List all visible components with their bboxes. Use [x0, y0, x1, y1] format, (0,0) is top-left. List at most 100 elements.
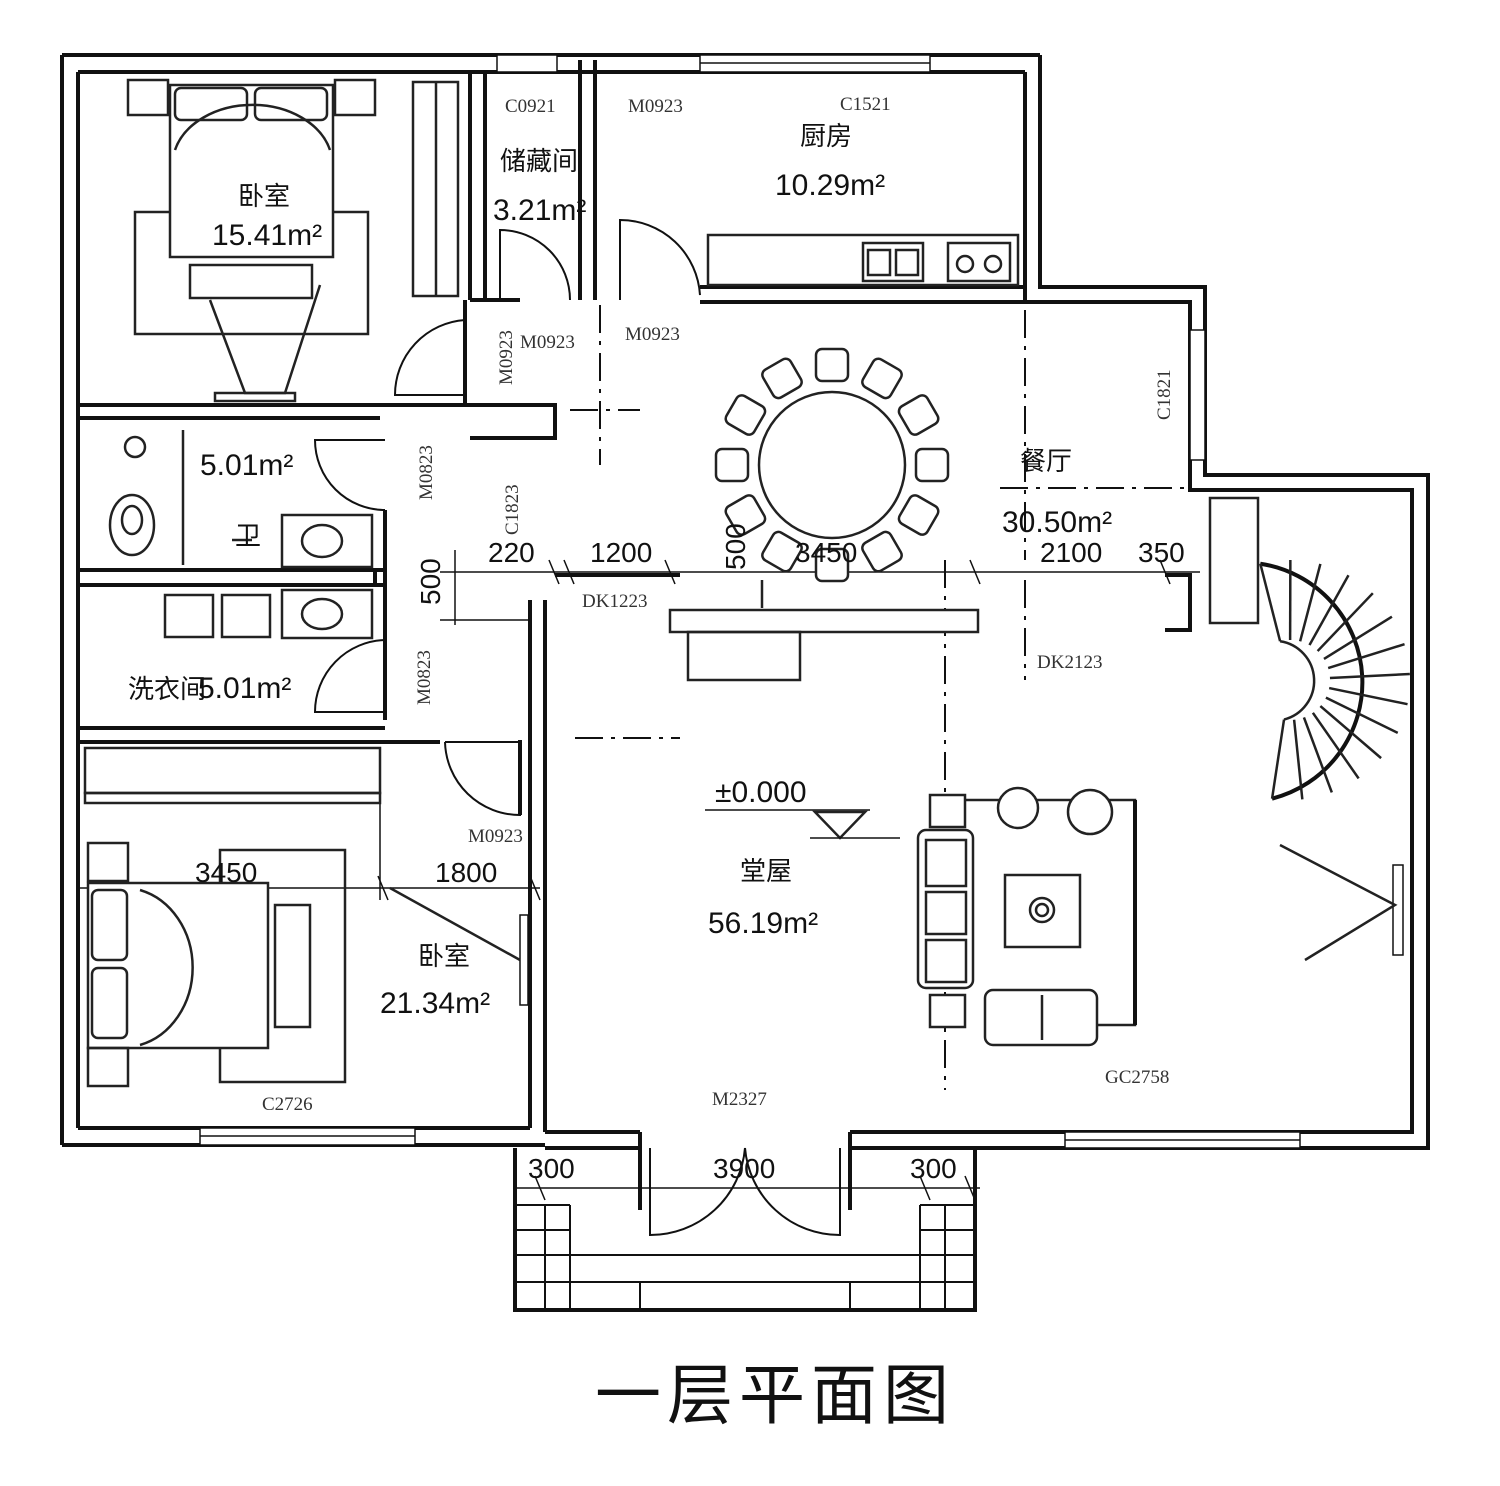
dining-chair — [914, 447, 950, 483]
dining-chair — [897, 494, 940, 536]
laundry-furniture — [163, 588, 374, 640]
dim-300a: 300 — [528, 1153, 575, 1184]
bedroom1-area: 15.41m² — [212, 219, 322, 252]
door-bedroom2 — [444, 741, 521, 817]
dining-chair — [861, 530, 903, 573]
coffee-table — [1003, 873, 1082, 949]
stair-tread — [1323, 615, 1393, 660]
dim-350: 350 — [1138, 537, 1185, 568]
code-m0823-b: M0823 — [414, 650, 435, 705]
bedroom1-name: 卧室 — [238, 182, 290, 212]
bedroom2-furniture — [83, 746, 521, 1088]
armchair-1 — [996, 786, 1040, 830]
stair-tread — [1292, 719, 1304, 800]
dining-chair — [724, 494, 767, 536]
armchair-2 — [1066, 788, 1114, 836]
stair-tread — [1259, 563, 1282, 642]
window-side — [1392, 864, 1404, 956]
kitchen-area: 10.29m² — [775, 169, 885, 202]
dim-500a: 500 — [720, 523, 751, 570]
bedroom1-furniture — [126, 78, 460, 403]
dim-500b: 500 — [415, 558, 446, 605]
dim-220: 220 — [488, 537, 535, 568]
door-bedroom1 — [393, 319, 466, 396]
code-c1821: C1821 — [1154, 369, 1175, 420]
sofa-main — [916, 828, 975, 990]
bedroom2-name: 卧室 — [418, 942, 470, 972]
washer-2 — [220, 593, 272, 639]
dim-3450: 3450 — [795, 537, 857, 568]
dining-chair — [724, 394, 767, 436]
living-furniture — [916, 786, 1398, 1047]
door-toilet — [313, 439, 386, 511]
dining-chair — [761, 530, 803, 573]
door-kitchen — [619, 218, 701, 300]
bedroom2-area: 21.34m² — [380, 987, 490, 1020]
dining-set — [714, 347, 950, 583]
dining-chair — [761, 357, 803, 400]
stair-tread — [1328, 686, 1408, 706]
storage-name: 储藏间 — [500, 147, 578, 177]
dim-2100: 2100 — [1040, 537, 1102, 568]
basin-laundry — [280, 588, 374, 640]
entrance-porch — [513, 1148, 977, 1312]
living-name: 堂屋 — [740, 857, 792, 887]
living-area: 56.19m² — [708, 907, 818, 940]
door-laundry — [313, 639, 386, 713]
dim-300b: 300 — [910, 1153, 957, 1184]
floor-drain — [123, 435, 147, 459]
stair-tread — [1319, 705, 1382, 760]
code-c1823: C1823 — [502, 484, 523, 535]
code-gc2758: GC2758 — [1105, 1067, 1169, 1088]
bed-1 — [168, 83, 335, 259]
toilet-seat — [108, 493, 156, 557]
dining-table — [757, 390, 907, 540]
stair-tread — [1270, 719, 1286, 799]
code-c0921: C0921 — [505, 96, 556, 117]
code-m0923-store: M0923 — [520, 332, 575, 353]
toilet-area: 5.01m² — [200, 449, 293, 482]
labels: 卧室 15.41m² C0921 储藏间 3.21m² M0923 C1521 … — [128, 94, 1185, 1434]
stair-tread — [1308, 574, 1350, 646]
elevation-text: ±0.000 — [715, 776, 807, 809]
stair-tread — [1316, 592, 1374, 652]
kitchen-furniture — [706, 233, 1020, 287]
stair-inner-rail — [1279, 640, 1316, 721]
code-m0923-top: M0923 — [628, 96, 683, 117]
bed-2 — [86, 881, 270, 1050]
stair-tread — [1298, 563, 1322, 642]
stair-tread — [1325, 696, 1399, 734]
code-m0823-a: M0823 — [416, 445, 437, 500]
washer-1 — [163, 593, 215, 639]
code-m0923-bed: M0923 — [496, 330, 517, 385]
stair-tread — [1327, 643, 1405, 670]
basin-toilet — [280, 513, 374, 569]
door-entrance-left — [649, 1147, 746, 1237]
window-c0921 — [496, 54, 558, 73]
stair-tread — [1302, 717, 1333, 793]
sideboard — [668, 580, 980, 682]
drawing-title: 一层平面图 — [595, 1357, 955, 1434]
doors — [313, 218, 841, 1237]
code-m0923-b2: M0923 — [468, 826, 523, 847]
code-c2726: C2726 — [262, 1094, 313, 1115]
stair-tread — [1329, 672, 1410, 680]
spiral-staircase — [1208, 496, 1410, 801]
code-m0923-kit: M0923 — [625, 324, 680, 345]
dining-chair — [814, 547, 850, 583]
window-bed2-east — [519, 914, 529, 1006]
code-m2327: M2327 — [712, 1089, 767, 1110]
dim-1800: 1800 — [435, 857, 497, 888]
stair-tread — [1311, 712, 1360, 780]
dining-chair — [861, 357, 903, 400]
code-dk2123: DK2123 — [1037, 652, 1102, 673]
laundry-area: 5.01m² — [198, 672, 291, 705]
elevation-mark — [705, 809, 900, 840]
code-dk1223: DK1223 — [582, 591, 647, 612]
dining-chair — [814, 347, 850, 383]
dining-chair — [897, 394, 940, 436]
door-entrance-right — [744, 1147, 841, 1237]
dining-name: 餐厅 — [1020, 447, 1072, 477]
dining-chair — [714, 447, 750, 483]
